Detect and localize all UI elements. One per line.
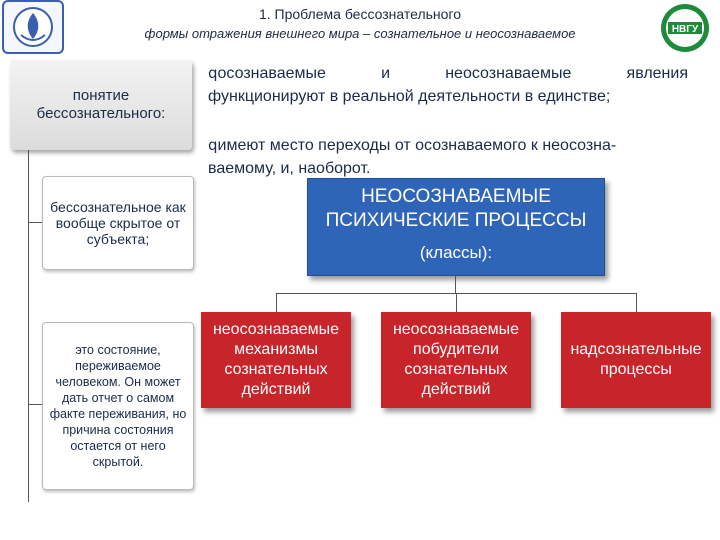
university-emblem-icon [2,0,64,54]
connector-drop-2 [456,293,457,312]
page-title: 1. Проблема бессознательного [258,6,462,22]
tree-vertical-line [28,150,29,502]
nvgu-emblem-icon: НВГУ [656,2,714,54]
main-box-subtitle: (классы): [419,243,493,262]
nvgu-logo-text: НВГУ [672,24,699,35]
connector-drop-3 [636,293,637,312]
bullet-2-text-1: имеют место переходы от осознаваемого к … [217,137,617,154]
main-box-title: НЕОСОЗНАВАЕМЫЕ ПСИХИЧЕСКИЕ ПРОЦЕССЫ [325,186,587,231]
class-box-1: неосознаваемые механизмы сознательных де… [201,312,351,408]
bullet-2-line-1: qимеют место переходы от осознаваемого к… [208,134,698,157]
connector-trunk [455,276,456,293]
bullet-1-text-2: функционируют в реальной деятельности в … [208,88,611,105]
bullet-marker-icon: q [208,136,218,154]
concept-box: понятие бессознательного: [10,60,192,150]
tree-branch-2 [28,404,42,405]
class-box-2: неосознаваемые побудители сознательных д… [381,312,531,408]
definition-box-1: бессознательное как вообще скрытое от су… [42,176,194,270]
class-label-2: неосознаваемые побудители сознательных д… [392,321,520,398]
bullet-2-text-2: ваемому, и, наоборот. [208,160,371,177]
main-process-box: НЕОСОЗНАВАЕМЫЕ ПСИХИЧЕСКИЕ ПРОЦЕССЫ (кла… [307,178,605,276]
class-label-1: неосознаваемые механизмы сознательных де… [212,321,340,398]
page-subtitle: формы отражения внешнего мира – сознател… [144,26,576,41]
definition-text-2: это состояние, переживаемое человеком. О… [49,343,187,469]
bullet-1-text-1: осознаваемые и неосознаваемые явления [217,65,688,82]
connector-drop-1 [276,293,277,312]
class-box-3: надсознательные процессы [561,312,711,408]
definition-text-1: бессознательное как вообще скрытое от су… [50,199,186,247]
bullet-marker-icon: q [208,64,218,82]
class-label-3: надсознательные процессы [570,341,702,378]
concept-label: понятие бессознательного: [36,87,166,122]
definition-box-2: это состояние, переживаемое человеком. О… [42,322,194,490]
tree-branch-1 [28,222,42,223]
bullet-1-line-1: qосознаваемые и неосознаваемые явления [208,62,688,85]
